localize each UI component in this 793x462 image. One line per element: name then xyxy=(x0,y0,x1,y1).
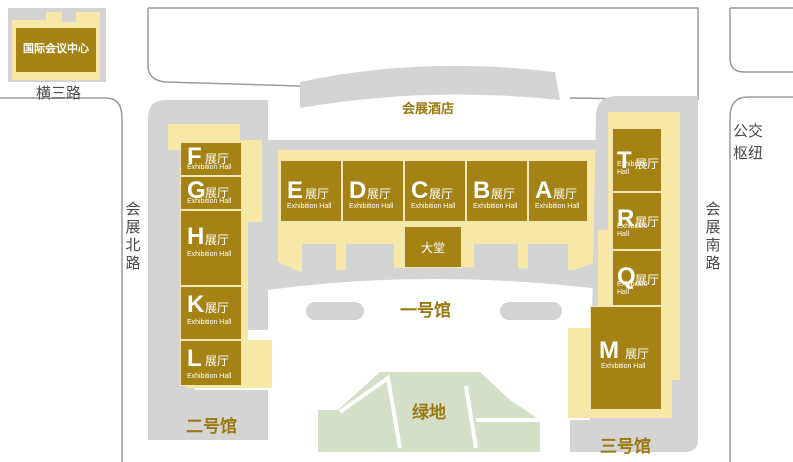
hall-e-letter: E xyxy=(287,177,304,204)
hall1-court-4 xyxy=(528,244,568,274)
hall-q-sub: Exhibition Hall xyxy=(617,281,648,296)
hall-l-word: 展厅 xyxy=(205,354,230,368)
hall-b-word: 展厅 xyxy=(491,187,516,201)
lobby-block: 大堂 xyxy=(404,226,462,268)
bus-hub-edge xyxy=(729,8,793,73)
hall-g-letter: G xyxy=(187,177,206,204)
hall-a: A 展厅 Exhibition Hall xyxy=(528,160,588,222)
hall-b: B 展厅 Exhibition Hall xyxy=(466,160,528,222)
hall-f: F 展厅 Exhibition Hall xyxy=(180,142,242,176)
hall2-label: 二号馆 xyxy=(186,417,237,437)
hall-t-word: 展厅 xyxy=(635,157,660,171)
hall-c-word: 展厅 xyxy=(429,187,454,201)
hall-m-word: 展厅 xyxy=(625,347,650,361)
hall-l: L 展厅 Exhibition Hall xyxy=(180,340,242,386)
hengsan-road-edge xyxy=(0,97,123,462)
plaza-bar-left xyxy=(306,302,364,320)
conference-center-label: 国际会议中心 xyxy=(23,42,89,55)
hall-a-sub: Exhibition Hall xyxy=(535,203,580,210)
hall-k: K 展厅 Exhibition Hall xyxy=(180,286,242,340)
hengsan-road-label: 横三路 xyxy=(36,84,82,102)
hall1-label: 一号馆 xyxy=(400,301,451,321)
plaza-bar-right xyxy=(500,302,562,320)
hall-b-sub: Exhibition Hall xyxy=(473,203,518,210)
hotel-arc-left xyxy=(147,8,301,87)
hall-f-letter: F xyxy=(187,143,202,170)
hall-c: C 展厅 Exhibition Hall xyxy=(404,160,466,222)
conference-hall xyxy=(16,28,96,72)
south-road-label: 会展南路 xyxy=(705,200,721,272)
hall-g-word: 展厅 xyxy=(205,186,230,200)
hall-h-sub: Exhibition Hall xyxy=(187,251,232,258)
hall-c-letter: C xyxy=(411,177,429,204)
hall-h-word: 展厅 xyxy=(205,233,230,247)
hall-b-letter: B xyxy=(473,177,491,204)
hall-l-sub: Exhibition Hall xyxy=(187,373,232,380)
hall1-court-1 xyxy=(302,244,336,274)
hall-h: H 展厅 Exhibition Hall xyxy=(180,210,242,286)
green-path-1 xyxy=(338,374,402,449)
hall-r: R 展厅 Exhibition Hall xyxy=(612,192,662,250)
hall-d-letter: D xyxy=(349,177,367,204)
hall3-label: 三号馆 xyxy=(600,437,651,457)
green-path-2 xyxy=(464,385,478,449)
hall-g: G 展厅 Exhibition Hall xyxy=(180,176,242,210)
hall-r-word: 展厅 xyxy=(635,215,660,229)
hall-t-letter: T xyxy=(617,147,632,174)
hall-a-letter: A xyxy=(535,177,553,204)
bus-hub-label: 公交枢纽 xyxy=(733,122,764,162)
hotel-building xyxy=(300,65,560,108)
hall-q-word: 展厅 xyxy=(635,273,660,287)
hall-k-sub: Exhibition Hall xyxy=(187,319,232,326)
hall-e: E 展厅 Exhibition Hall xyxy=(280,160,342,222)
hall-g-sub: Exhibition Hall xyxy=(187,198,232,205)
hall-q: Q 展厅 Exhibition Hall xyxy=(612,250,662,306)
hotel-label: 会展酒店 xyxy=(402,102,455,117)
hall-d-word: 展厅 xyxy=(367,187,392,201)
south-road-edge xyxy=(729,96,793,462)
north-road-label: 会展北路 xyxy=(125,200,141,272)
hall-k-word: 展厅 xyxy=(205,301,230,315)
hall-h-letter: H xyxy=(187,223,205,250)
hall-m: M 展厅 Exhibition Hall xyxy=(590,306,662,410)
hall-d: D 展厅 Exhibition Hall xyxy=(342,160,404,222)
hall-c-sub: Exhibition Hall xyxy=(411,203,456,210)
hall-l-letter: L xyxy=(187,345,202,372)
hall-k-letter: K xyxy=(187,291,205,318)
green-area xyxy=(318,372,540,452)
hall-e-sub: Exhibition Hall xyxy=(287,203,332,210)
hall-f-word: 展厅 xyxy=(205,152,230,166)
hall-t-sub: Exhibition Hall xyxy=(617,161,648,176)
hall1-court-2 xyxy=(346,244,394,274)
hall-d-sub: Exhibition Hall xyxy=(349,203,394,210)
hall-r-sub: Exhibition Hall xyxy=(617,223,648,238)
hall-q-letter: Q xyxy=(617,263,636,290)
hall1-court-3 xyxy=(474,244,518,274)
hall-t: T 展厅 Exhibition Hall xyxy=(612,128,662,192)
lobby-label: 大堂 xyxy=(420,241,445,255)
green-space-label: 绿地 xyxy=(412,403,446,423)
hall-e-word: 展厅 xyxy=(305,187,330,201)
hall-m-letter: M xyxy=(599,337,619,364)
hall-f-sub: Exhibition Hall xyxy=(187,164,232,171)
hall-a-word: 展厅 xyxy=(553,187,578,201)
hall-m-sub: Exhibition Hall xyxy=(601,363,646,370)
top-road-edge xyxy=(148,7,699,100)
hall-r-letter: R xyxy=(617,205,635,232)
